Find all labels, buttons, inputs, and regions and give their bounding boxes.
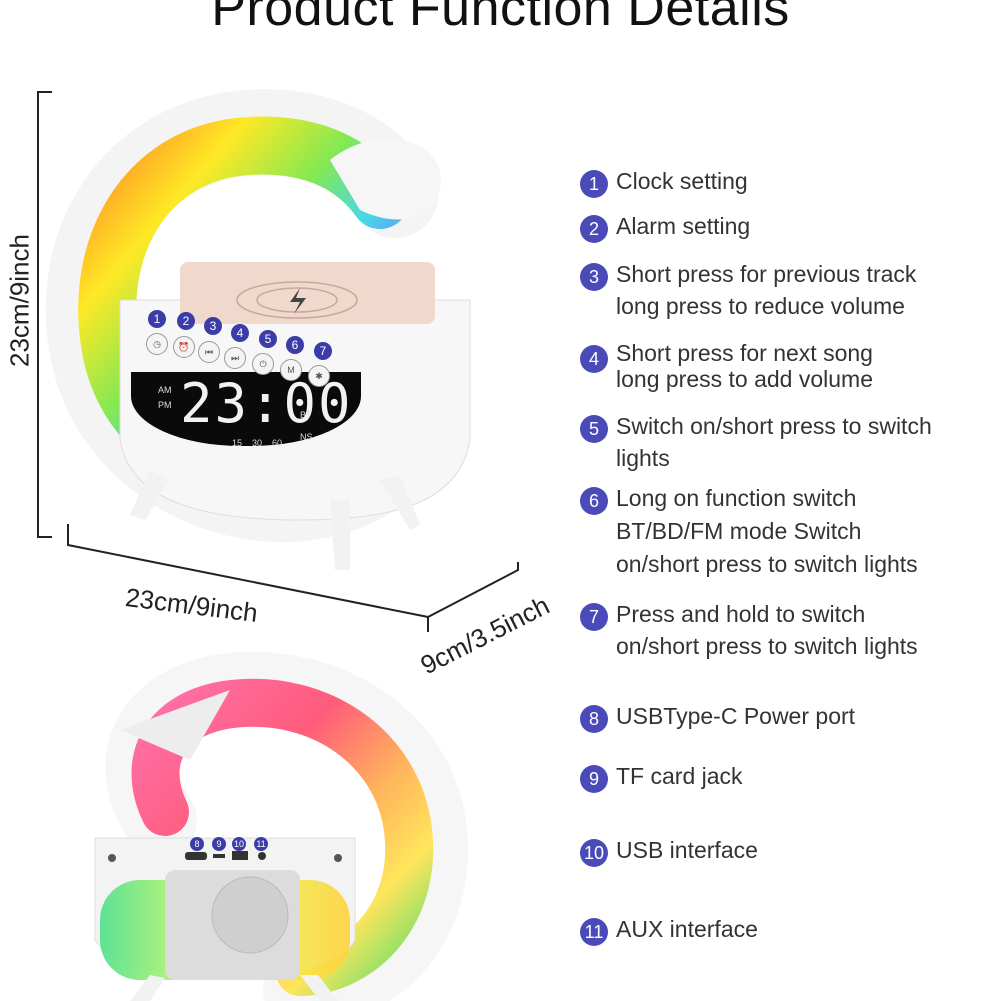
port-number-10: 10 xyxy=(232,837,246,851)
port-number-8: 8 xyxy=(190,837,204,851)
feature-item-7: 7 Press and hold to switch on/short pres… xyxy=(580,598,918,662)
badge-3-icon: 3 xyxy=(580,263,608,291)
badge-11-icon: 11 xyxy=(580,918,608,946)
feature-item-1: 1 Clock setting xyxy=(580,165,748,198)
display-15: 15 xyxy=(232,438,243,448)
port-number-9: 9 xyxy=(212,837,226,851)
display-30: 30 xyxy=(252,438,263,448)
feature-5-line-2: lights xyxy=(616,445,670,471)
feature-item-11: 11 AUX interface xyxy=(580,913,758,946)
product-front-image xyxy=(45,89,471,1001)
button-number-2: 2 xyxy=(177,312,195,330)
display-bt: BT xyxy=(300,410,312,420)
feature-item-6: 6 Long on function switch BT/BD/FM mode … xyxy=(580,482,918,581)
feature-9-line-1: TF card jack xyxy=(616,763,743,789)
feature-3-line-2: long press to reduce volume xyxy=(616,293,905,319)
feature-10-line-1: USB interface xyxy=(616,837,758,863)
feature-item-2: 2 Alarm setting xyxy=(580,210,750,243)
badge-6-icon: 6 xyxy=(580,487,608,515)
button-number-3: 3 xyxy=(204,317,222,335)
alarm-button-icon: ⏰ xyxy=(173,336,195,358)
button-number-4: 4 xyxy=(231,324,249,342)
page-title: Product Function Details xyxy=(211,0,790,37)
display-60: 60 xyxy=(272,438,283,448)
display-ns: NS xyxy=(300,432,313,442)
badge-1-icon: 1 xyxy=(580,170,608,198)
badge-7-icon: 7 xyxy=(580,603,608,631)
feature-7-line-1: Press and hold to switch xyxy=(616,601,866,627)
feature-6-line-1: Long on function switch xyxy=(616,485,857,511)
badge-10-icon: 10 xyxy=(580,839,608,867)
previous-button-icon: ⏮ xyxy=(198,341,220,363)
feature-7-line-2: on/short press to switch lights xyxy=(616,633,918,659)
feature-5-line-1: Switch on/short press to switch xyxy=(616,413,932,439)
feature-item-3: 3 Short press for previous track long pr… xyxy=(580,258,916,322)
port-number-11: 11 xyxy=(254,837,268,851)
feature-6-line-3: on/short press to switch lights xyxy=(616,551,918,577)
feature-3-line-1: Short press for previous track xyxy=(616,261,917,287)
clock-button-icon: ◷ xyxy=(146,333,168,355)
feature-item-8: 8 USBType-C Power port xyxy=(580,700,855,733)
feature-4-line-1: Short press for next song xyxy=(616,340,873,366)
feature-item-5: 5 Switch on/short press to switch lights xyxy=(580,410,932,474)
feature-6-line-2: BT/BD/FM mode Switch xyxy=(616,518,862,544)
light-button-icon: ✱ xyxy=(308,365,330,387)
next-button-icon: ⏭ xyxy=(224,347,246,369)
feature-8-line-1: USBType-C Power port xyxy=(616,703,856,729)
feature-item-10: 10 USB interface xyxy=(580,834,758,867)
badge-2-icon: 2 xyxy=(580,215,608,243)
display-pm: PM xyxy=(158,400,172,410)
button-number-1: 1 xyxy=(148,310,166,328)
feature-1-line-1: Clock setting xyxy=(616,168,748,194)
feature-2-line-1: Alarm setting xyxy=(616,213,751,239)
button-number-7: 7 xyxy=(314,342,332,360)
display-am: AM xyxy=(158,385,172,395)
feature-item-4: 4 Short press for next song long press t… xyxy=(580,340,873,392)
button-number-6: 6 xyxy=(286,336,304,354)
button-number-5: 5 xyxy=(259,330,277,348)
badge-9-icon: 9 xyxy=(580,765,608,793)
badge-5-icon: 5 xyxy=(580,415,608,443)
feature-11-line-1: AUX interface xyxy=(616,916,758,942)
feature-item-9: 9 TF card jack xyxy=(580,760,743,793)
badge-8-icon: 8 xyxy=(580,705,608,733)
feature-4-line-2: long press to add volume xyxy=(616,366,873,392)
mode-button-icon: M xyxy=(280,359,302,381)
badge-4-icon: 4 xyxy=(580,345,608,373)
power-button-icon: ⏻ xyxy=(252,353,274,375)
